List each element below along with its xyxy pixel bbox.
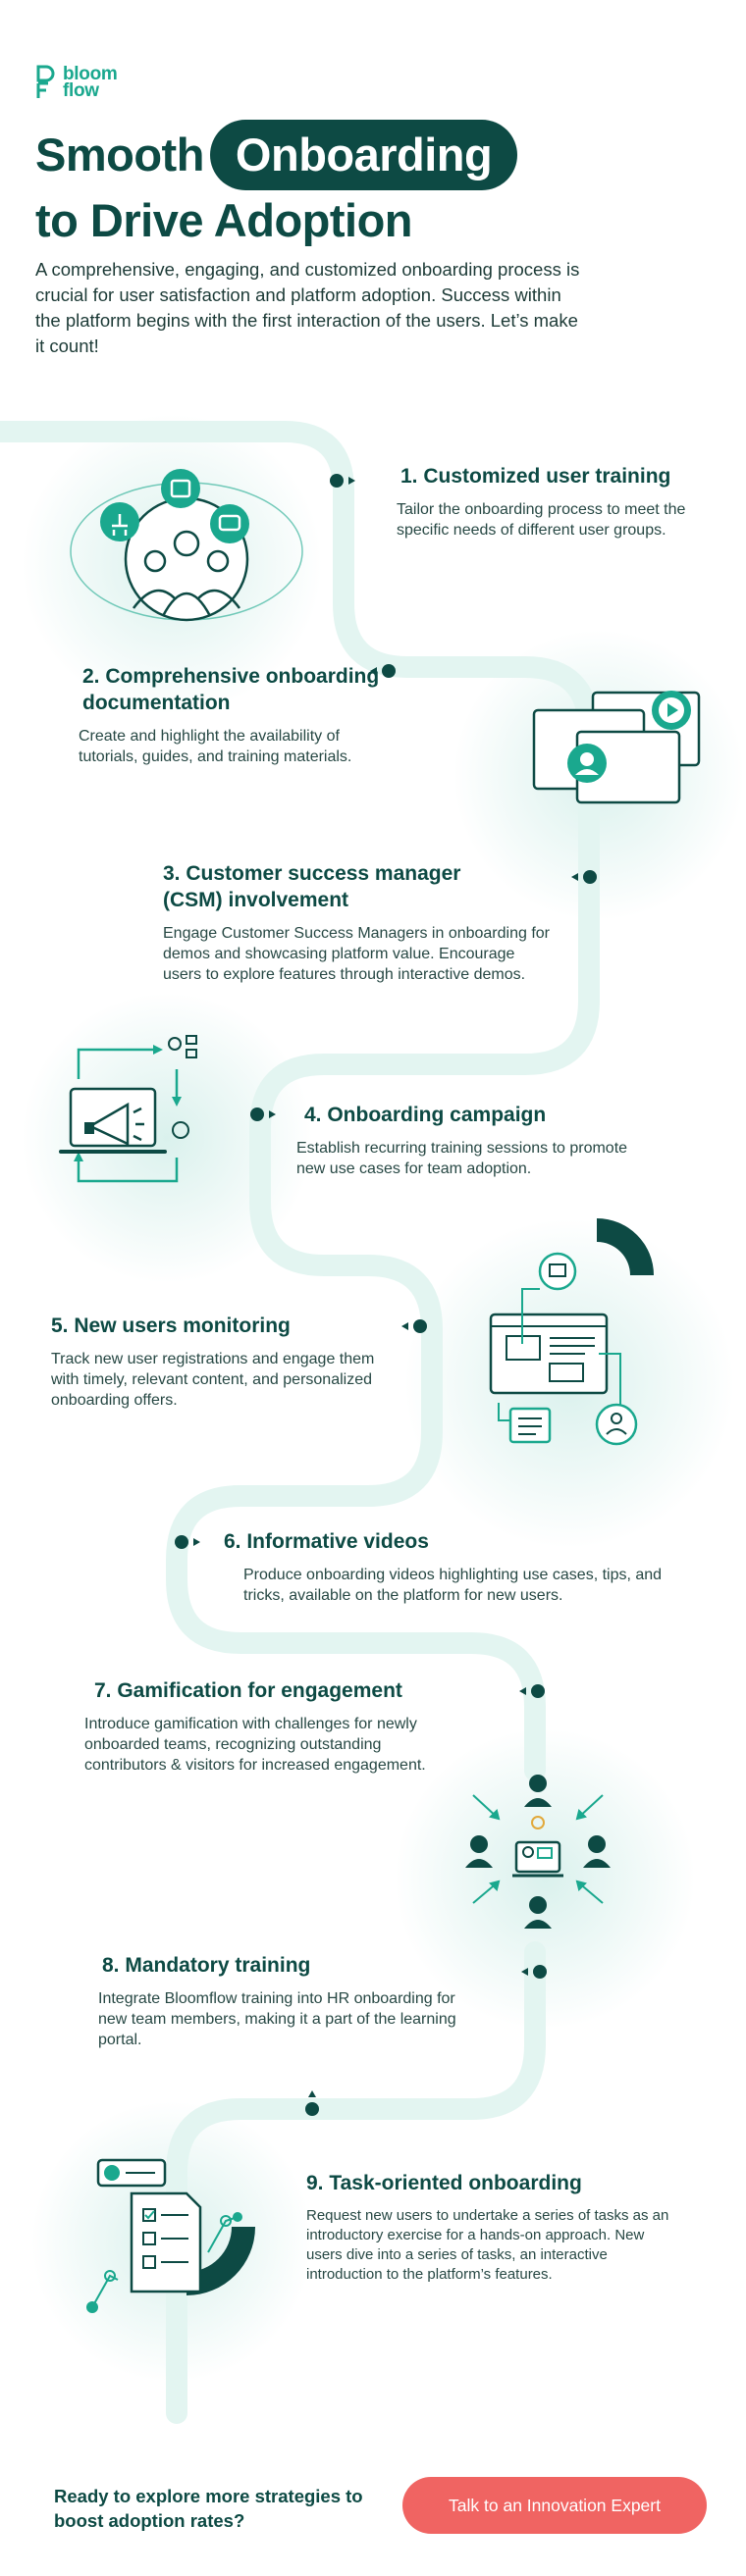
documentation-screens-icon [532, 691, 701, 804]
step-desc: Integrate Bloomflow training into HR onb… [98, 1990, 456, 2048]
brand-logo: bloom flow [35, 65, 118, 100]
marker-8 [533, 1965, 547, 1979]
step-6: 6. Informative videos Produce onboarding… [224, 1528, 685, 1606]
step-desc: Track new user registrations and engage … [51, 1351, 375, 1409]
path-lower [166, 1941, 546, 2424]
step-desc: Request new users to undertake a series … [306, 2207, 669, 2283]
step-desc: Create and highlight the availability of… [79, 728, 352, 765]
logo-wordmark: bloom flow [63, 64, 118, 101]
step-8: 8. Mandatory training Integrate Bloomflo… [98, 1952, 471, 2050]
marker-3 [583, 870, 597, 884]
step-desc: Produce onboarding videos highlighting u… [243, 1567, 663, 1604]
step-desc: Tailor the onboarding process to meet th… [397, 501, 686, 539]
step-2: 2. Comprehensive onboarding documentatio… [79, 663, 402, 767]
bloomflow-logo-icon [36, 65, 55, 98]
megaphone-campaign-icon [59, 1035, 197, 1183]
marker-6 [175, 1535, 188, 1549]
title-highlight: Onboarding [209, 120, 518, 190]
step-title: 6. Informative videos [224, 1530, 429, 1553]
step-desc: Introduce gamification with challenges f… [84, 1716, 426, 1774]
path-markers [175, 474, 597, 2116]
step-5: 5. New users monitoring Track new user r… [51, 1313, 385, 1411]
marker-2 [382, 664, 396, 678]
team-users-icon [70, 469, 303, 622]
step-title: 1. Customized user training [400, 465, 671, 488]
gamification-team-icon [465, 1775, 611, 1929]
title-part-2: to Drive Adoption [35, 194, 413, 246]
step-7: 7. Gamification for engagement Introduce… [84, 1677, 477, 1776]
step-title: 9. Task-oriented onboarding [306, 2172, 582, 2194]
intro-paragraph: A comprehensive, engaging, and customize… [35, 259, 580, 356]
step-title: 5. New users monitoring [51, 1314, 291, 1337]
logo-line-1: bloom [63, 64, 118, 84]
step-title: 7. Gamification for engagement [94, 1679, 402, 1702]
logo-line-2: flow [63, 80, 99, 101]
marker-5 [413, 1319, 427, 1333]
task-checklist-icon [86, 2158, 255, 2313]
step-title: 2. Comprehensive onboarding documentatio… [82, 665, 380, 714]
step-title: 3. Customer success manager (CSM) involv… [163, 862, 461, 911]
step-4: 4. Onboarding campaign Establish recurri… [296, 1102, 650, 1179]
monitoring-dashboard-icon [489, 1218, 654, 1446]
marker-4 [250, 1108, 264, 1121]
step-desc: Engage Customer Success Managers in onbo… [163, 925, 550, 983]
marker-7 [531, 1684, 545, 1698]
path-upper [0, 421, 600, 1781]
step-desc: Establish recurring training sessions to… [296, 1140, 628, 1177]
step-title: 4. Onboarding campaign [304, 1104, 547, 1126]
step-3: 3. Customer success manager (CSM) involv… [163, 860, 556, 985]
talk-to-expert-button[interactable]: Talk to an Innovation Expert [402, 2477, 707, 2534]
title-part-1: Smooth [35, 129, 204, 180]
step-title: 8. Mandatory training [102, 1954, 311, 1977]
step-9: 9. Task-oriented onboarding Request new … [306, 2170, 669, 2285]
marker-1 [330, 474, 344, 488]
marker-9 [305, 2102, 319, 2116]
cta-text: Ready to explore more strategies to boos… [54, 2486, 363, 2531]
step-1: 1. Customized user training Tailor the o… [397, 463, 720, 541]
